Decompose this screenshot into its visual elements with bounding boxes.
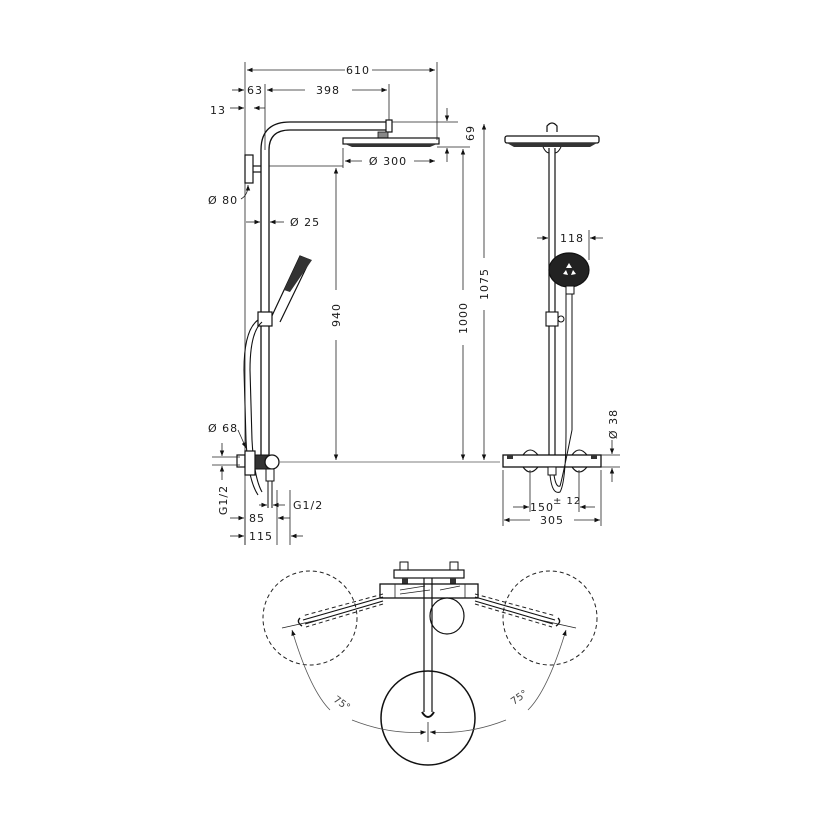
head-position-circle (380, 670, 476, 766)
dim-diameter-38: Ø 38 (607, 409, 620, 439)
side-view: 610 63 398 13 Ø 80 Ø 25 Ø 300 69 (208, 62, 500, 545)
dim-398: 398 (316, 84, 340, 97)
angle-left-75: 75° (331, 694, 352, 713)
dim-diameter-25: Ø 25 (290, 216, 320, 229)
front-slide-holder (545, 311, 559, 327)
dim-85: 85 (249, 512, 265, 525)
front-hand-shower (548, 252, 590, 288)
left-swivel-arm (302, 596, 384, 621)
top-hand-shower (429, 597, 465, 635)
mixer-knob (264, 454, 280, 470)
dim-diameter-300: Ø 300 (369, 155, 407, 168)
front-overhead-shower-head (504, 135, 600, 144)
dim-g12-left: G1/2 (217, 485, 230, 515)
mixer-flange (244, 450, 256, 476)
wall-plate (244, 154, 254, 184)
dim-150-tolerance: ± 12 (553, 496, 581, 507)
overhead-shower-head (342, 137, 440, 145)
dim-118: 118 (560, 232, 584, 245)
top-view: 75° 75° (262, 561, 598, 766)
right-swivel-arm (474, 596, 556, 621)
dim-1075: 1075 (478, 268, 491, 300)
dim-63: 63 (247, 84, 263, 97)
dim-1000: 1000 (457, 302, 470, 334)
front-view: 118 Ø 38 150 ± 12 305 (502, 122, 620, 527)
angle-right-75: 75° (509, 688, 530, 707)
dim-610: 610 (346, 64, 370, 77)
dim-13: 13 (210, 104, 226, 117)
top-mixer-bar (393, 569, 465, 579)
dim-150: 150 (530, 501, 554, 514)
shower-hose (243, 319, 259, 496)
spray-pattern-icon (563, 263, 576, 275)
dim-diameter-80: Ø 80 (208, 194, 238, 207)
front-thermostat-mixer (502, 454, 602, 468)
dim-g12-right: G1/2 (293, 499, 323, 512)
front-head-connector (546, 122, 558, 132)
dim-115: 115 (249, 530, 273, 543)
dim-diameter-68: Ø 68 (208, 422, 238, 435)
dim-305: 305 (540, 514, 564, 527)
shower-arm (260, 121, 388, 151)
dim-940: 940 (330, 303, 343, 327)
dim-69: 69 (463, 126, 476, 142)
left-swivel-range-circle (262, 570, 358, 666)
right-swivel-range-circle (502, 570, 598, 666)
